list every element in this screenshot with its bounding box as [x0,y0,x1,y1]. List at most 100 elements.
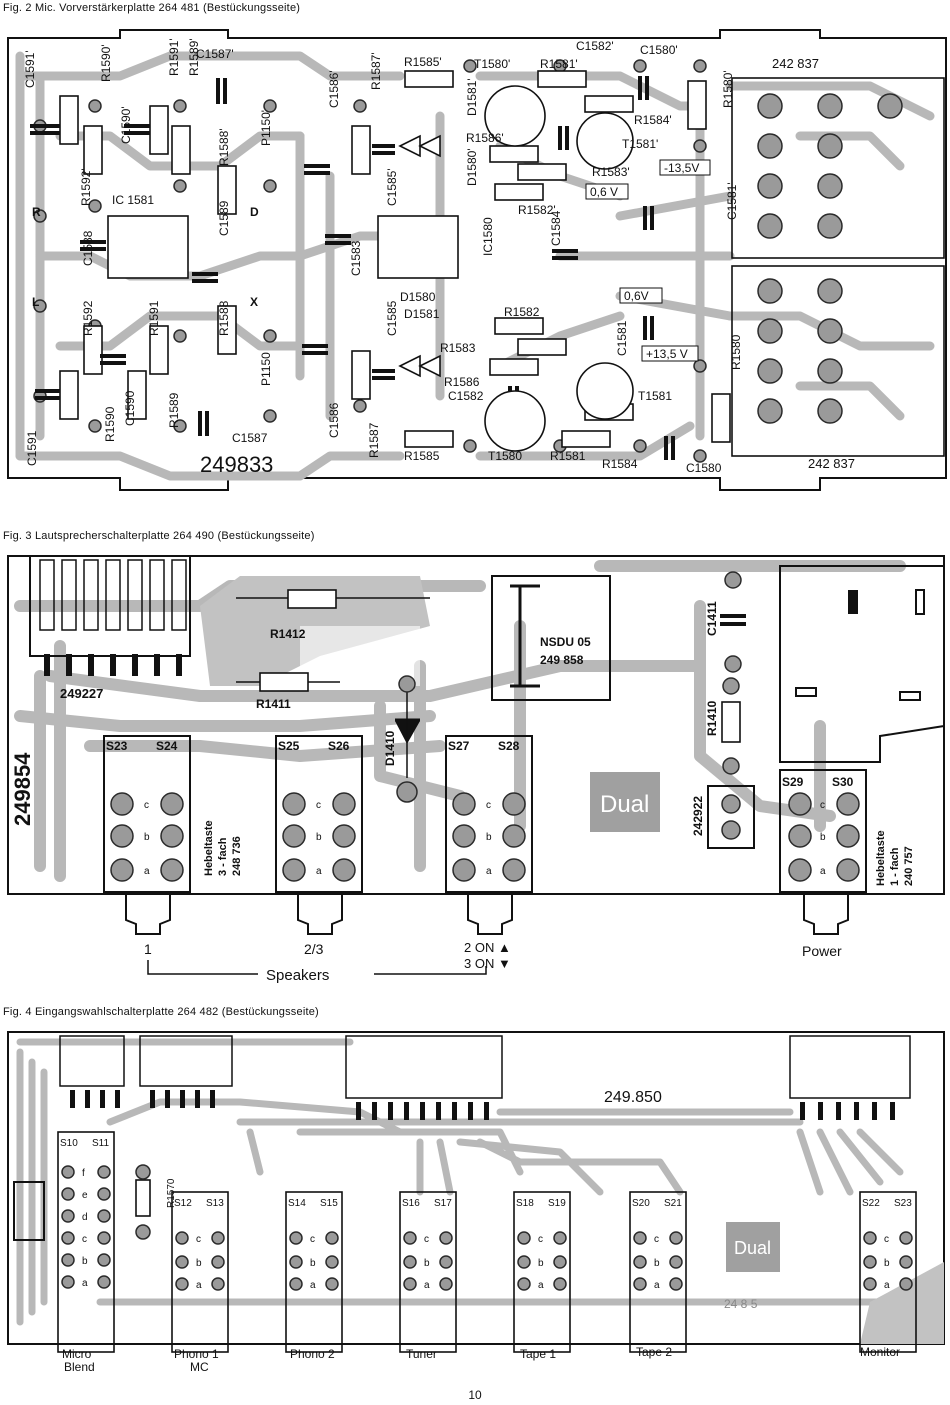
label-r1410: R1410 [705,700,719,736]
svg-text:S12: S12 [174,1198,192,1209]
label-s25: S25 [278,739,300,753]
label-p1150: P1150 [259,352,273,386]
label-r1580p: R1580' [721,70,735,108]
label-r1584p: R1584' [634,113,672,127]
label-r1586p: R1586' [466,131,504,145]
svg-text:a: a [144,866,150,877]
label-blend: Blend [64,1360,95,1374]
fig2-caption: Fig. 2 Mic. Vorverstärkerplatte 264 481 … [3,2,301,14]
switch-s10-s11[interactable]: S10 S11 f e d c b a [57,1131,115,1353]
svg-text:c: c [424,1234,429,1245]
speaker-23-label: 2/3 [304,941,324,957]
svg-text:a: a [538,1280,544,1291]
label-r1411: R1411 [256,697,291,711]
label-r1592p: R1592' [79,168,93,206]
speakers-group-label: Speakers [266,967,329,984]
label-s28: S28 [498,739,520,753]
ic1581 [107,215,189,279]
label-p1150p: P1150' [259,110,273,146]
switch-s20-s21[interactable]: S20 S21 c b a [629,1191,687,1353]
svg-text:a: a [486,866,492,877]
ic1580 [377,215,459,279]
label-t1580: T1580 [488,449,522,463]
svg-text:S20: S20 [632,1198,650,1209]
label-d1410: D1410 [383,730,397,766]
svg-text:a: a [884,1280,890,1291]
label-d1581: D1581 [404,307,440,321]
connector-249227 [29,555,191,676]
letter-d: D [250,205,259,219]
switch-s22-s23[interactable]: S22 S23 c b a [859,1191,917,1353]
svg-text:c: c [82,1234,87,1245]
label-tuner: Tuner [406,1347,437,1361]
fig4-connectors [59,1035,911,1099]
svg-text:S16: S16 [402,1198,420,1209]
letter-r: R [32,205,41,219]
label-c1411: C1411 [705,601,719,636]
label-r1580: R1580 [729,334,743,370]
label-r1589p: R1589' [187,38,201,76]
label-c1581: C1581 [615,320,629,356]
label-r1582p: R1582' [518,203,556,217]
label-t1580p: T1580' [474,57,510,71]
label-r1581p: R1581' [540,57,578,71]
svg-text:S14: S14 [288,1198,306,1209]
switch-s25-s26[interactable]: S25 S26 c b a [275,735,363,893]
svg-text:S15: S15 [320,1198,338,1209]
switch-s16-s17[interactable]: S16 S17 c b a [399,1191,457,1353]
label-r1583p: R1583' [592,165,630,179]
label-r1590: R1590 [103,406,117,442]
fig3-pcb-diagram: 249227 249854 R1412 R1411 D1410 NSDU 05 … [7,555,945,984]
svg-text:f: f [82,1168,85,1179]
label-c1581p: C1581' [725,182,739,220]
label-c1580p: C1580' [640,43,678,57]
switch-s14-s15[interactable]: S14 S15 c b a [285,1191,343,1353]
fig4-dual-logo-text: Dual [734,1238,771,1258]
label-r1592: R1592 [81,300,95,336]
label-c1582p: C1582' [576,39,614,53]
label-monitor: Monitor [860,1345,900,1359]
letter-x: X [250,295,258,309]
svg-text:c: c [310,1234,315,1245]
label-ic1580: IC1580 [481,217,495,256]
svg-text:S11: S11 [92,1138,109,1149]
hebel1-line1: Hebeltaste [875,830,887,886]
label-r1586: R1586 [444,375,480,389]
fig2-labels: C1591' R1590' C1590' R1592' R1591' R1589… [23,38,743,475]
label-r1591: R1591 [147,300,161,336]
label-nsdu05: NSDU 05 [540,635,591,649]
r1412 [287,589,337,609]
label-t1581p: T1581' [622,137,658,151]
power-label: Power [802,943,842,959]
switch-s12-s13[interactable]: S12 S13 c b a [171,1191,229,1353]
switch-s18-s19[interactable]: S18 S19 c b a [513,1191,571,1353]
hebel1-line2: 1 - fach [889,847,901,886]
svg-text:b: b [424,1258,430,1269]
switch-s23-s24[interactable]: S23 S24 c b a [103,735,191,893]
fig3-board-id: 249854 [10,752,35,826]
dual-logo-text: Dual [600,791,649,818]
label-249858: 249 858 [540,653,584,667]
label-c1587: C1587 [232,431,268,445]
svg-text:c: c [144,800,149,811]
svg-text:a: a [820,866,826,877]
label-c1587p: C1587' [196,47,234,61]
svg-text:b: b [82,1256,88,1267]
label-r1582: R1582 [504,305,540,319]
label-s26: S26 [328,739,350,753]
svg-text:S21: S21 [664,1198,682,1209]
label-tape2: Tape 2 [636,1345,672,1359]
svg-text:b: b [486,832,492,843]
svg-text:d: d [82,1212,88,1223]
page-number: 10 [468,1388,482,1402]
label-c1580: C1580 [686,461,722,475]
label-c1589: C1589 [217,200,231,236]
svg-text:c: c [538,1234,543,1245]
switch-s29-s30[interactable]: S29 S30 c b a [779,769,867,893]
label-c1585p: C1585' [385,168,399,206]
svg-text:a: a [310,1280,316,1291]
switch-s27-s28[interactable]: S27 S28 c b a [445,735,533,893]
fig4-dual-logo [726,1222,780,1272]
label-r1591p: R1591' [167,38,181,76]
speaker-1-label: 1 [144,941,152,957]
